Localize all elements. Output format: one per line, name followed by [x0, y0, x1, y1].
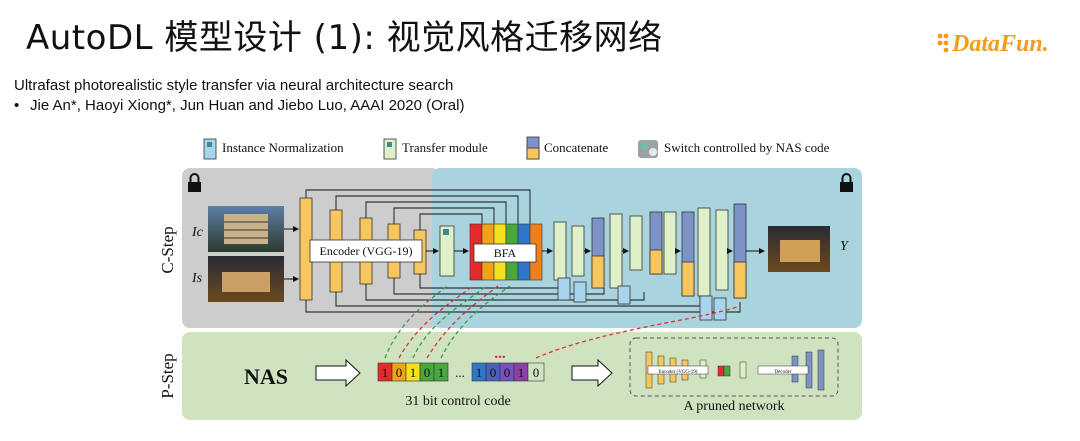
input-content-label: Ic	[191, 225, 204, 240]
code-caption: 31 bit control code	[405, 394, 510, 409]
figure-legend: Instance Normalization Transfer module C…	[203, 136, 830, 160]
lock-icon-left	[188, 173, 201, 192]
legend-switch-label: Switch controlled by NAS code	[664, 140, 830, 155]
nas-arrow-icon	[315, 358, 361, 388]
pruned-network-diagram	[645, 349, 825, 391]
paper-title: Ultrafast photorealistic style transfer …	[14, 77, 454, 94]
bit-0: 1	[382, 365, 389, 380]
bit-3: 0	[424, 365, 431, 380]
logo-text: DataFun.	[951, 31, 1049, 57]
bit-4: 1	[438, 365, 445, 380]
style-image	[208, 256, 284, 302]
datafun-logo: DataFun.	[936, 24, 1076, 64]
slide-title: AutoDL 模型设计 (1): 视觉风格迁移网络	[26, 18, 663, 58]
encoder-label: Encoder (VGG-19)	[320, 244, 413, 258]
logo-dots-icon	[937, 33, 949, 53]
input-style-label: Is	[191, 271, 203, 286]
bit-2: 1	[410, 365, 417, 380]
bit-8: 1	[518, 365, 525, 380]
mini-decoder-label: Decoder	[775, 370, 792, 375]
bfa-label: BFA	[494, 246, 517, 260]
pruned-network-box	[629, 337, 839, 397]
legend-switch-icon	[638, 140, 658, 158]
bit-9: 0	[533, 365, 540, 380]
authors-line: • Jie An*, Haoyi Xiong*, Jun Huan and Jie…	[14, 97, 464, 114]
legend-transfer-label: Transfer module	[402, 140, 488, 155]
bit-7: 0	[504, 365, 511, 380]
bit-1: 0	[396, 365, 403, 380]
p-step-label: P-Step	[158, 353, 177, 398]
red-dots: ...	[494, 346, 506, 362]
bullet-icon: •	[14, 97, 20, 114]
legend-norm-label: Instance Normalization	[222, 140, 344, 155]
content-image	[208, 206, 284, 252]
legend-concat-label: Concatenate	[544, 140, 608, 155]
code-ellipsis: ...	[455, 365, 465, 380]
bit-6: 0	[490, 365, 497, 380]
prune-arrow-icon	[571, 358, 613, 388]
bit-5: 1	[476, 365, 483, 380]
nas-label: NAS	[244, 364, 288, 389]
pruned-caption: A pruned network	[683, 399, 784, 414]
control-code	[377, 362, 545, 382]
encoder-label-box	[309, 239, 423, 263]
authors-text: Jie An*, Haoyi Xiong*, Jun Huan and Jieb…	[30, 97, 465, 114]
mini-encoder-label: Encoder (VGG-19)	[659, 370, 698, 375]
output-label: Y	[840, 239, 850, 254]
lock-icon-right	[840, 173, 853, 192]
bfa-block	[469, 223, 543, 281]
output-image	[768, 226, 830, 272]
decoder-blocks	[553, 203, 747, 321]
c-step-label: C-Step	[158, 226, 177, 273]
